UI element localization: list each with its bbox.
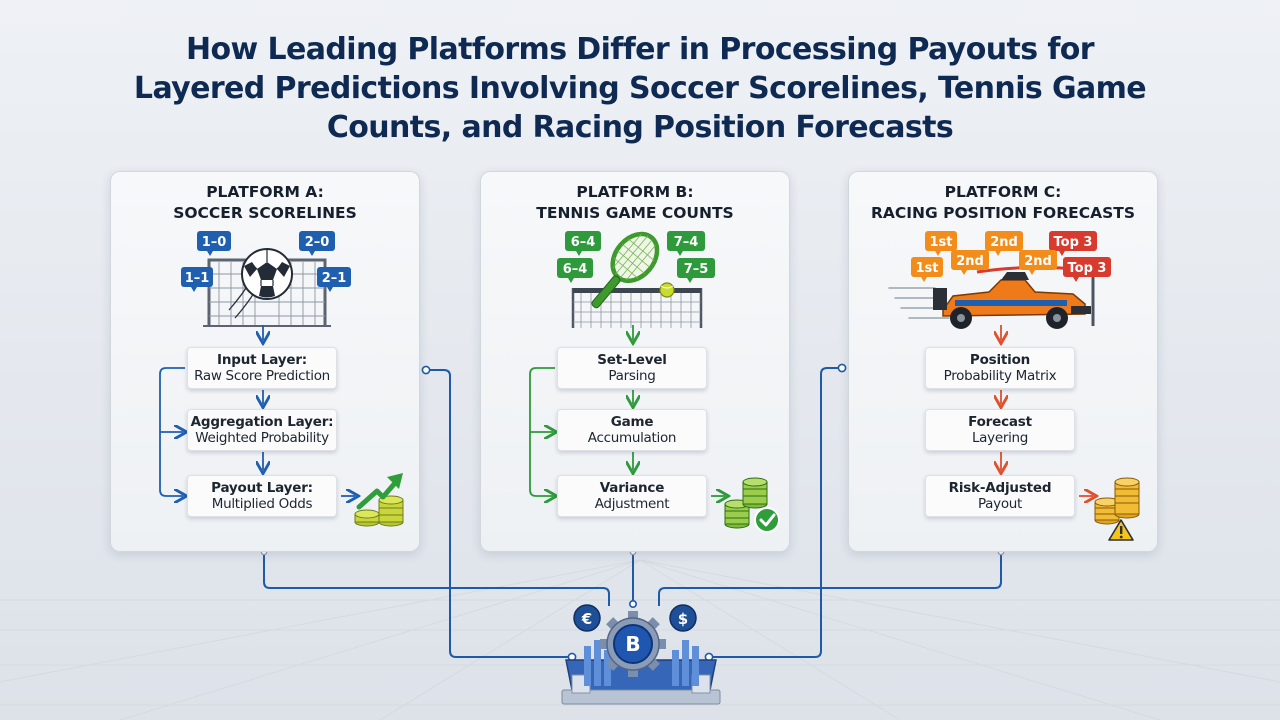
platform-a-title-line2: SOCCER SCORELINES [173, 204, 357, 222]
coins-checkmark-icon [724, 477, 780, 533]
platform-c-title-line1: PLATFORM C: [944, 183, 1062, 201]
soccer-ball-goal-icon: 1–0 2–0 1–1 2–1 [181, 231, 351, 327]
racing-tag-top3-a: Top 3 [1054, 235, 1093, 250]
platform-a-title: PLATFORM A: SOCCER SCORELINES [111, 182, 419, 224]
racing-risk-adjusted-box: Risk-Adjusted Payout [925, 475, 1075, 517]
box-line1: Position [969, 352, 1031, 368]
coins-growth-arrow-icon [354, 473, 404, 527]
box-line2: Accumulation [587, 430, 677, 446]
box-line2: Weighted Probability [195, 430, 329, 446]
bitcoin-gear-icon: B [600, 611, 666, 677]
box-line2: Raw Score Prediction [194, 368, 330, 384]
soccer-tag-2: 2–0 [305, 235, 330, 250]
box-line1: Risk-Adjusted [948, 480, 1052, 496]
racing-tag-2nd-b: 2nd [956, 254, 984, 269]
platform-a-title-line1: PLATFORM A: [206, 183, 324, 201]
racing-probability-matrix-box: Position Probability Matrix [925, 347, 1075, 389]
tennis-tag-3: 6–4 [563, 262, 588, 277]
box-line1: Variance [599, 480, 665, 496]
platform-b-panel: PLATFORM B: TENNIS GAME COUNTS [480, 171, 790, 552]
soccer-payout-layer-box: Payout Layer: Multiplied Odds [187, 475, 337, 517]
platform-a-flow-arrows [159, 325, 421, 553]
tennis-tag-2: 7–4 [674, 235, 699, 250]
platform-b-title: PLATFORM B: TENNIS GAME COUNTS [481, 182, 789, 224]
racing-tag-1st-a: 1st [930, 235, 953, 250]
box-line2: Adjustment [594, 496, 670, 512]
tennis-racket-net-icon: 6–4 7–4 6–4 7–5 [557, 231, 715, 328]
box-line2: Parsing [608, 368, 656, 384]
platform-a-panel: PLATFORM A: SOCCER SCORELINES [110, 171, 420, 552]
tennis-set-level-box: Set-Level Parsing [557, 347, 707, 389]
soccer-tag-1: 1–0 [202, 235, 227, 250]
tennis-game-accumulation-box: Game Accumulation [557, 409, 707, 451]
platform-c-panel: PLATFORM C: RACING POSITION FORECASTS 1s… [848, 171, 1158, 552]
racing-tag-2nd-c: 2nd [1024, 254, 1052, 269]
racing-tag-top3-b: Top 3 [1068, 261, 1107, 276]
title-line-3: Counts, and Racing Position Forecasts [326, 110, 954, 145]
box-line2: Multiplied Odds [211, 496, 313, 512]
box-line1: Forecast [968, 414, 1032, 430]
box-line2: Payout [977, 496, 1023, 512]
payout-processing-hub: B € $ [561, 604, 721, 705]
platform-b-flow-arrows [529, 325, 791, 553]
box-line2: Layering [971, 430, 1029, 446]
box-line1: Set-Level [597, 352, 667, 368]
box-line1: Aggregation Layer: [190, 414, 334, 430]
title-line-2: Layered Predictions Involving Soccer Sco… [133, 71, 1147, 106]
soccer-aggregation-layer-box: Aggregation Layer: Weighted Probability [187, 409, 337, 451]
soccer-input-layer-box: Input Layer: Raw Score Prediction [187, 347, 337, 389]
box-line1: Payout Layer: [211, 480, 313, 496]
platform-b-title-line2: TENNIS GAME COUNTS [536, 204, 734, 222]
platform-c-title-line2: RACING POSITION FORECASTS [870, 204, 1136, 222]
title-line-1: How Leading Platforms Differ in Processi… [186, 32, 1095, 67]
coins-warning-icon [1094, 477, 1140, 541]
box-line1: Input Layer: [217, 352, 307, 368]
page-title: How Leading Platforms Differ in Processi… [40, 30, 1240, 147]
platform-c-title: PLATFORM C: RACING POSITION FORECASTS [849, 182, 1157, 224]
platform-b-title-line1: PLATFORM B: [576, 183, 694, 201]
dollar-symbol: $ [678, 610, 688, 628]
box-line1: Game [610, 414, 654, 430]
tennis-tag-1: 6–4 [571, 235, 596, 250]
racing-forecast-layering-box: Forecast Layering [925, 409, 1075, 451]
tennis-tag-4: 7–5 [684, 262, 709, 277]
race-car-icon: 1st 2nd Top 3 1st 2nd 2nd Top 3 [888, 231, 1111, 329]
dollar-coin-icon: $ [669, 604, 697, 632]
racing-tag-1st-b: 1st [916, 261, 939, 276]
platform-c-flow-arrows [849, 325, 1159, 553]
tennis-variance-adjustment-box: Variance Adjustment [557, 475, 707, 517]
racing-tag-2nd-a: 2nd [990, 235, 1018, 250]
box-line2: Probability Matrix [943, 368, 1057, 384]
euro-coin-icon: € [573, 604, 601, 632]
euro-symbol: € [581, 610, 592, 628]
soccer-tag-3: 1–1 [185, 271, 210, 286]
bitcoin-symbol: B [625, 632, 640, 656]
soccer-tag-4: 2–1 [322, 271, 347, 286]
